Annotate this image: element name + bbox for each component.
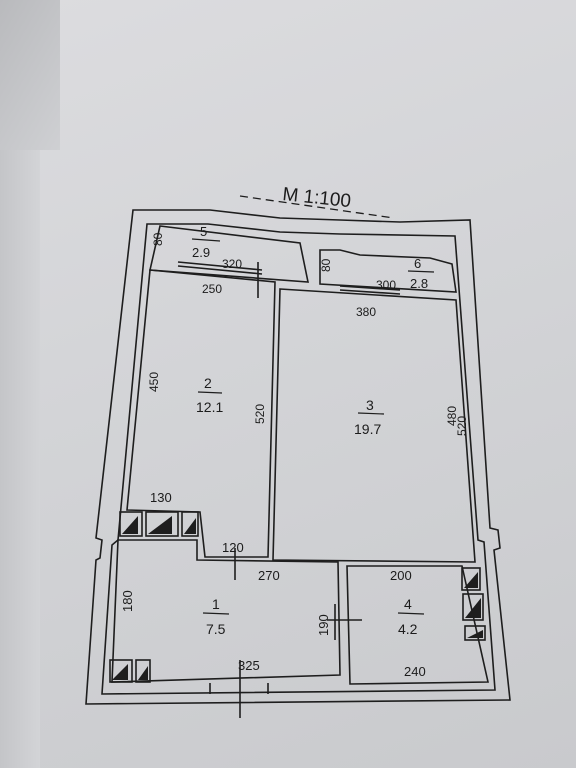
room-4-outline xyxy=(346,565,489,685)
room-3-outline xyxy=(272,288,476,563)
vent-shaft xyxy=(181,511,199,537)
dim-balcony5-depth: 80 xyxy=(151,232,165,246)
dim-room3-window: 380 xyxy=(356,305,376,319)
dim-kitchen-top: 130 xyxy=(150,490,172,505)
dim-hall-bottom: 325 xyxy=(238,658,260,673)
window-room-2 xyxy=(177,261,263,271)
vent-fill xyxy=(184,518,196,534)
vent-fill xyxy=(465,598,481,618)
room-2-area: 12.1 xyxy=(196,399,223,415)
fraction-bar-1 xyxy=(202,612,230,615)
dim-balcony6-depth: 80 xyxy=(319,258,333,272)
dim-room2-window: 250 xyxy=(202,282,222,296)
vent-fill xyxy=(148,516,172,534)
dim-hall-top: 270 xyxy=(258,568,280,583)
fraction-bar-6 xyxy=(407,270,435,273)
fraction-bar-5 xyxy=(191,238,221,242)
room-1-area: 7.5 xyxy=(206,621,226,637)
vent-fill xyxy=(112,664,128,680)
fraction-bar-2 xyxy=(197,391,223,394)
dim-bath-top: 200 xyxy=(390,568,412,583)
fraction-bar-3 xyxy=(357,412,385,415)
vent-fill xyxy=(138,666,148,680)
room-2-number: 2 xyxy=(204,375,212,391)
vent-fill xyxy=(122,516,138,534)
vent-fill xyxy=(467,630,483,638)
scale-label: M 1:100 xyxy=(281,184,351,212)
room-4-area: 4.2 xyxy=(398,621,418,637)
window-room-2-inner xyxy=(177,265,263,275)
balcony-6 xyxy=(319,249,457,293)
vent-fill xyxy=(464,572,478,588)
vent-shaft xyxy=(462,593,484,621)
dim-balcony5-width: 320 xyxy=(222,257,242,271)
balcony-5 xyxy=(149,225,309,283)
room-6-number: 6 xyxy=(414,256,421,271)
outer-wall xyxy=(85,209,511,705)
dim-hall-right: 190 xyxy=(316,614,331,636)
window-room-3 xyxy=(339,285,401,291)
sheet-corner xyxy=(0,0,60,150)
dim-room3-right-b: 520 xyxy=(455,416,469,436)
dim-room2-length: 450 xyxy=(147,372,161,392)
room-3-area: 19.7 xyxy=(354,421,381,437)
room-2-outline xyxy=(126,269,276,558)
room-1-number: 1 xyxy=(212,596,220,612)
inner-wall xyxy=(101,223,496,695)
room-4-number: 4 xyxy=(404,596,412,612)
dim-room2-right: 520 xyxy=(253,404,267,424)
dim-balcony6-width: 300 xyxy=(376,278,396,292)
window-room-3-inner xyxy=(339,289,401,295)
room-5-area: 2.9 xyxy=(192,245,210,260)
room-6-area: 2.8 xyxy=(410,276,428,291)
vent-shaft xyxy=(461,567,481,591)
fraction-bar-4 xyxy=(397,612,425,615)
dim-room3-right-a: 480 xyxy=(445,406,459,426)
vent-shaft xyxy=(135,659,151,683)
vent-shaft xyxy=(464,625,486,641)
vent-shaft xyxy=(119,511,143,537)
dim-bath-bottom: 240 xyxy=(404,664,426,679)
dim-hall-left: 180 xyxy=(120,590,135,612)
vent-shaft xyxy=(109,659,133,683)
room-5-number: 5 xyxy=(200,224,207,239)
room-3-number: 3 xyxy=(366,397,374,413)
vent-shaft xyxy=(145,511,179,537)
dim-corridor-top: 120 xyxy=(222,540,244,555)
